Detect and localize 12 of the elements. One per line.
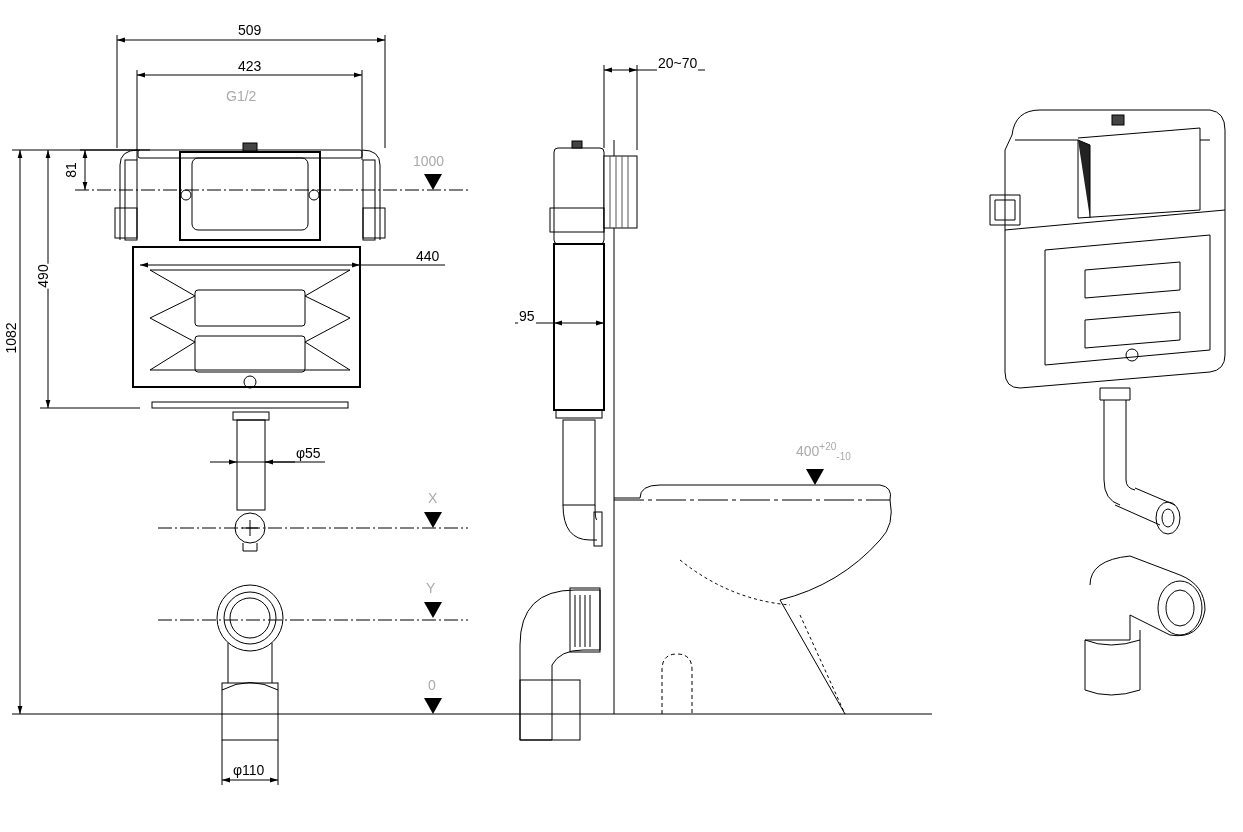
dimension-value: φ110 xyxy=(232,762,266,778)
dimension-value: 20~70 xyxy=(657,55,699,71)
dimension-value: 95 xyxy=(518,308,536,324)
dimension-value: φ55 xyxy=(295,445,322,461)
level-value: X xyxy=(427,490,439,506)
dimension-value: 509 xyxy=(237,22,263,38)
dimension-value: 440 xyxy=(415,248,441,264)
level-value: 0 xyxy=(427,677,437,693)
dimension-value: 423 xyxy=(237,58,263,74)
level-value: G1/2 xyxy=(225,88,258,104)
level-value: Y xyxy=(425,580,437,596)
level-value: 1000 xyxy=(412,153,446,169)
